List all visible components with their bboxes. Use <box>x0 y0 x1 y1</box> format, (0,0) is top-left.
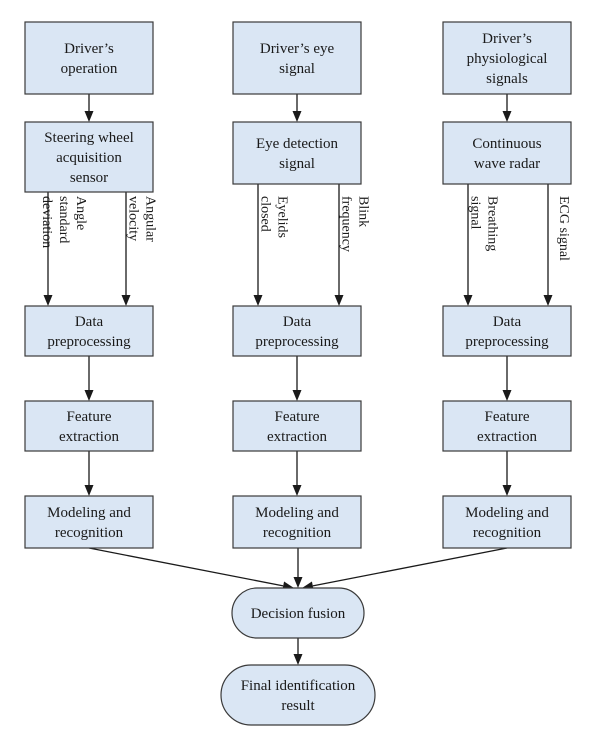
arrow-phys-pre-to-phys-feat <box>502 356 512 401</box>
arrow-eye-src-to-eye-sensor <box>292 94 302 122</box>
node-label-line: Driver’s eye <box>260 41 335 57</box>
node-label-line: Continuous <box>472 136 541 152</box>
arrow-eye-closed <box>253 184 263 306</box>
edge-label-line: frequency <box>339 196 354 252</box>
node-op-feat: Feature extraction <box>24 400 154 452</box>
node-label-line: extraction <box>267 429 327 445</box>
node-op-model: Modeling and recognition <box>24 495 154 549</box>
edge-label-line: velocity <box>126 196 141 241</box>
node-label-line: result <box>281 698 315 714</box>
arrow-op-feat-to-op-model <box>84 451 94 496</box>
node-label-line: Data <box>283 314 312 330</box>
edge-label-line: Angular <box>143 196 158 242</box>
node-eye-model: Modeling and recognition <box>232 495 362 549</box>
arrow-phys-feat-to-phys-model <box>502 451 512 496</box>
node-label-line: sensor <box>70 170 108 186</box>
node-phys-sensor: Continuous wave radar <box>442 121 572 185</box>
node-label-line: operation <box>61 61 118 77</box>
node-phys-pre: Data preprocessing <box>442 305 572 357</box>
node-label-line: Decision fusion <box>251 606 346 622</box>
node-label-line: Driver’s <box>482 31 532 47</box>
edge-label-line: standard <box>56 196 71 243</box>
node-label-line: acquisition <box>56 150 122 166</box>
node-label-line: Data <box>493 314 522 330</box>
node-label-line: Driver’s <box>64 41 114 57</box>
arrow-eye-feat-to-eye-model <box>292 451 302 496</box>
arrow-phys-breath <box>463 184 473 306</box>
edge-label-line: deviation <box>39 196 54 248</box>
node-label-line: Modeling and <box>47 505 131 521</box>
arrow-phys-ecg <box>543 184 553 306</box>
arrow-phys-model-to-fusion <box>302 547 508 591</box>
node-label-line: physiological <box>467 51 548 67</box>
node-label-line: signals <box>486 71 528 87</box>
arrow-eye-pre-to-eye-feat <box>292 356 302 401</box>
node-phys-feat: Feature extraction <box>442 400 572 452</box>
node-label-line: extraction <box>477 429 537 445</box>
node-eye-pre: Data preprocessing <box>232 305 362 357</box>
edge-label-line: Breathing <box>485 196 500 251</box>
node-label-line: preprocessing <box>255 334 339 350</box>
arrow-op-model-to-fusion <box>88 547 294 591</box>
arrow-phys-src-to-phys-sensor <box>502 94 512 122</box>
arrow-op-src-to-op-sensor <box>84 94 94 122</box>
node-label-line: recognition <box>473 525 542 541</box>
node-label-line: Data <box>75 314 104 330</box>
edge-label-line: ECG signal <box>556 196 571 261</box>
node-label-line: Final identification <box>241 678 356 694</box>
node-label-line: Eye detection <box>256 136 339 152</box>
node-label-line: Steering wheel <box>44 130 134 146</box>
node-eye-sensor: Eye detection signal <box>232 121 362 185</box>
arrow-eye-blink <box>334 184 344 306</box>
node-final: Final identification result <box>220 664 376 726</box>
node-label-line: wave radar <box>474 156 540 172</box>
node-label-line: Modeling and <box>255 505 339 521</box>
node-op-src: Driver’s operation <box>24 21 154 95</box>
edge-label-phys-ecg: ECG signal <box>556 196 571 261</box>
edge-label-line: signal <box>468 196 483 230</box>
node-label-line: recognition <box>55 525 124 541</box>
edge-label-line: closed <box>258 196 273 232</box>
node-label-line: preprocessing <box>47 334 131 350</box>
edges-layer <box>43 94 553 665</box>
arrow-op-velocity <box>121 192 131 306</box>
node-op-sensor: Steering wheel acquisition sensor <box>24 121 154 193</box>
arrow-eye-model-to-fusion <box>293 548 303 588</box>
node-label-line: Feature <box>67 409 112 425</box>
node-label-line: signal <box>279 156 315 172</box>
edge-label-line: Angle <box>73 196 88 230</box>
node-label-line: signal <box>279 61 315 77</box>
node-label-line: extraction <box>59 429 119 445</box>
node-eye-feat: Feature extraction <box>232 400 362 452</box>
node-label-line: Modeling and <box>465 505 549 521</box>
node-phys-src: Driver’s physiological signals <box>442 21 572 95</box>
node-phys-model: Modeling and recognition <box>442 495 572 549</box>
node-eye-src: Driver’s eye signal <box>232 21 362 95</box>
arrow-op-pre-to-op-feat <box>84 356 94 401</box>
node-label-line: Feature <box>485 409 530 425</box>
arrow-fusion-to-final <box>293 638 303 665</box>
node-label-line: Feature <box>275 409 320 425</box>
node-fusion: Decision fusion <box>231 587 365 639</box>
edge-label-line: Eyelids <box>275 196 290 238</box>
node-label-line: recognition <box>263 525 332 541</box>
edge-label-line: Blink <box>356 196 371 227</box>
node-label-line: preprocessing <box>465 334 549 350</box>
arrow-op-angle <box>43 192 53 306</box>
node-op-pre: Data preprocessing <box>24 305 154 357</box>
